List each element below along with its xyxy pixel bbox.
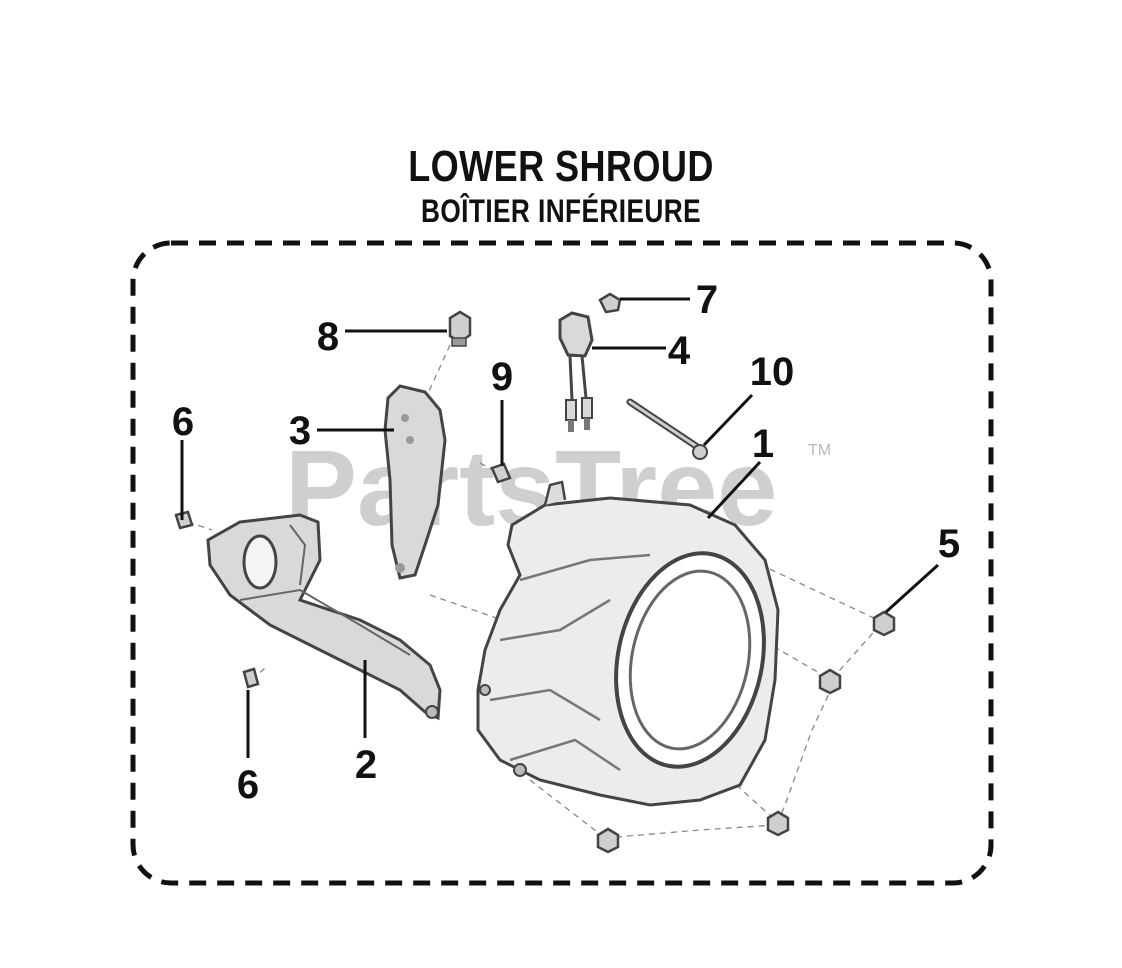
bracket-plate-part [383, 384, 447, 580]
trademark-mark: TM [808, 442, 831, 459]
callout-numbers: 1 2 3 4 5 6 6 7 8 9 10 [172, 278, 960, 807]
screw-parts [174, 510, 260, 689]
callout-6-bottom: 6 [237, 763, 259, 807]
callout-1: 1 [752, 422, 774, 466]
connector-block-part [558, 311, 594, 432]
callout-3: 3 [289, 409, 311, 453]
screw-9-part [490, 462, 512, 484]
lower-shroud-part [476, 480, 780, 807]
callout-8: 8 [317, 315, 339, 359]
nut-parts [596, 610, 896, 854]
air-guide-part [206, 513, 442, 721]
callout-7: 7 [696, 278, 718, 322]
callout-4: 4 [668, 329, 691, 373]
leader-lines [180, 297, 940, 758]
diagram-subtitle: BOÎTIER INFÉRIEURE [420, 193, 702, 229]
diagram-title: LOWER SHROUD [408, 142, 714, 191]
callout-6-top: 6 [172, 400, 194, 444]
callout-5: 5 [938, 522, 960, 566]
long-bolt-part [626, 398, 708, 460]
callout-9: 9 [491, 355, 513, 399]
dashed-frame [130, 240, 994, 886]
terminal-part [448, 310, 472, 347]
small-screw-part [598, 292, 622, 314]
callout-10: 10 [750, 350, 795, 394]
callout-2: 2 [355, 743, 377, 787]
